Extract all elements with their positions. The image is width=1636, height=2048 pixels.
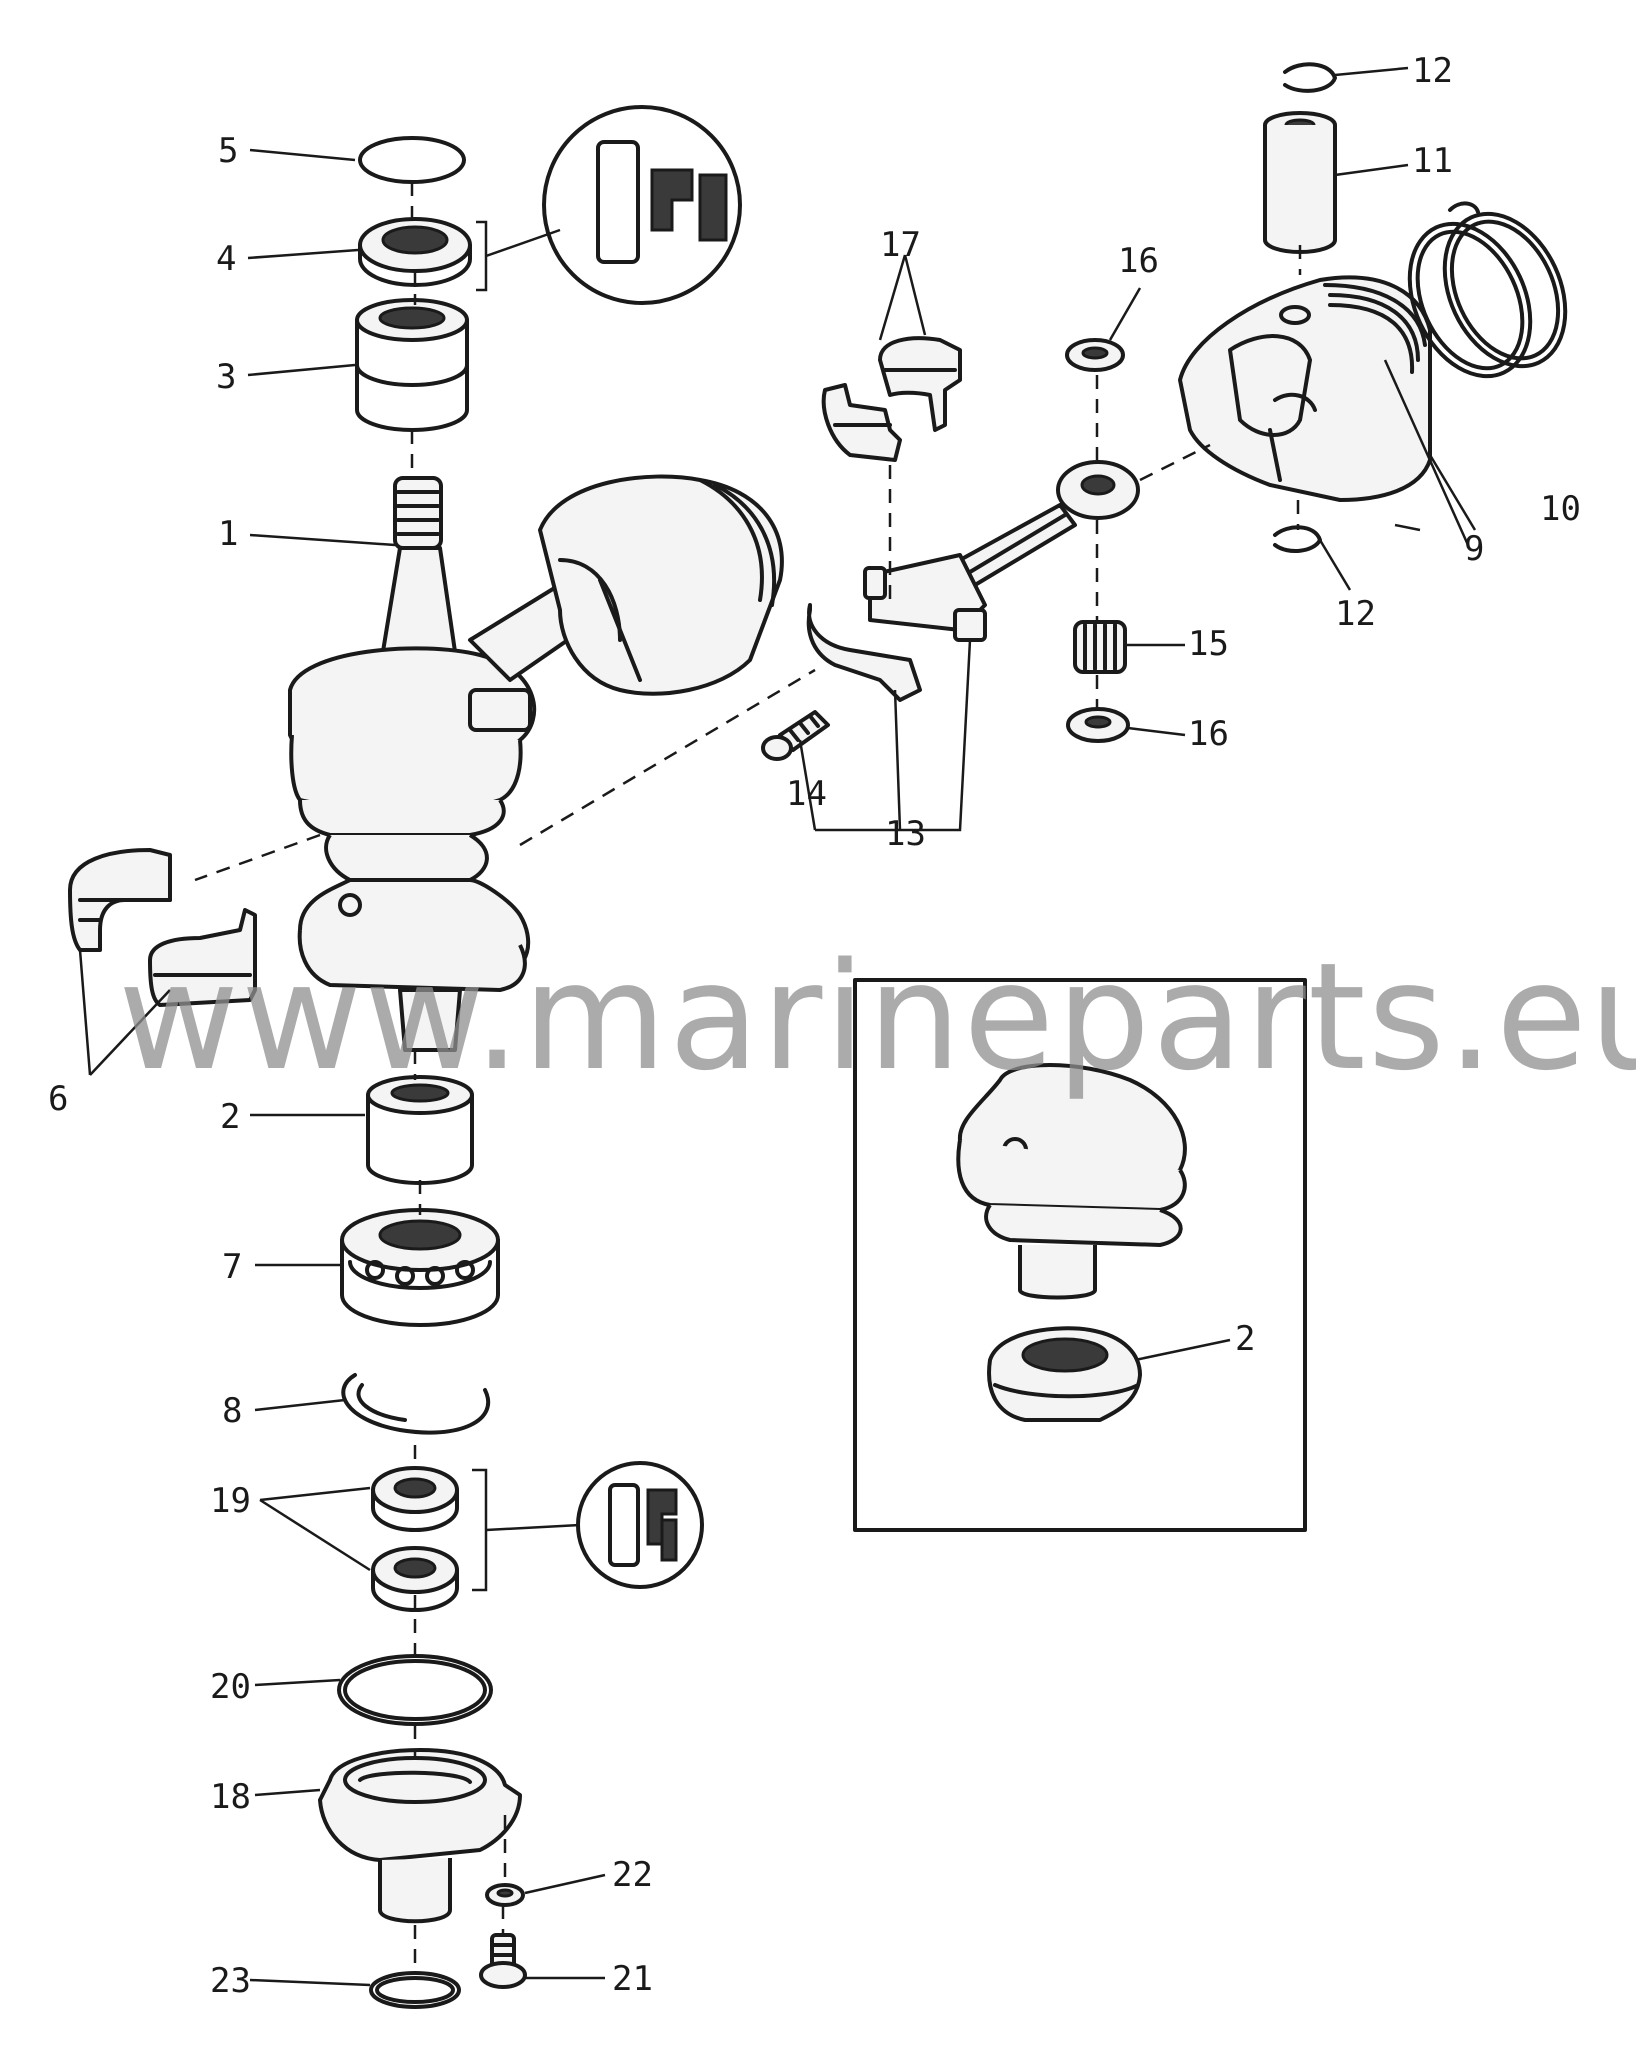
part-12-circlip-top bbox=[1283, 62, 1337, 93]
part-3-bearing bbox=[355, 298, 469, 432]
callout-20: 20 bbox=[210, 1667, 251, 1707]
part-14-bolt bbox=[761, 710, 830, 761]
part-11-piston-pin bbox=[1263, 111, 1337, 254]
part-8-retaining-ring bbox=[341, 1373, 491, 1435]
callout-2: 2 bbox=[220, 1097, 240, 1137]
leader-lines bbox=[78, 66, 1477, 1987]
watermark-text: www.marineparts.eu bbox=[118, 931, 1636, 1103]
callout-labels: 5 4 3 1 6 2 7 8 19 20 18 23 22 21 12 11 … bbox=[48, 51, 1581, 2001]
callout-23: 23 bbox=[210, 1961, 251, 2001]
callout-10: 10 bbox=[1540, 489, 1581, 529]
part-21-screw bbox=[479, 1933, 527, 1989]
callout-4: 4 bbox=[216, 239, 236, 279]
part-22-washer bbox=[485, 1883, 525, 1907]
callout-22: 22 bbox=[612, 1855, 653, 1895]
callout-17: 17 bbox=[880, 225, 921, 265]
part-13-connecting-rod bbox=[806, 460, 1140, 702]
callout-15: 15 bbox=[1188, 624, 1229, 664]
callout-6: 6 bbox=[48, 1079, 68, 1119]
callout-11: 11 bbox=[1412, 141, 1453, 181]
assembled-piston-rod bbox=[468, 474, 784, 732]
callout-14: 14 bbox=[786, 774, 827, 814]
callout-2-inset: 2 bbox=[1235, 1319, 1255, 1359]
part-6-bearing-halves bbox=[68, 848, 257, 1007]
part-5-oring bbox=[358, 136, 466, 184]
part-1-crankshaft bbox=[288, 476, 537, 1052]
part-19-seals bbox=[371, 1466, 459, 1612]
part-23-oring bbox=[369, 1971, 461, 2009]
part-15-needle-bearing bbox=[1073, 620, 1127, 674]
callout-9: 9 bbox=[1464, 529, 1484, 569]
callout-19: 19 bbox=[210, 1481, 251, 1521]
part-7-ball-bearing bbox=[340, 1208, 500, 1327]
part-4-seal bbox=[358, 217, 472, 287]
part-18-end-cap bbox=[318, 1748, 522, 1924]
callout-16-top: 16 bbox=[1118, 241, 1159, 281]
seal-bracket-bottom bbox=[472, 1468, 581, 1592]
part-9-piston bbox=[1178, 275, 1432, 502]
callout-12-bottom: 12 bbox=[1335, 594, 1376, 634]
callout-5: 5 bbox=[218, 131, 238, 171]
part-16-washer-top bbox=[1065, 338, 1125, 372]
alignment-lines bbox=[194, 182, 1302, 1975]
alternate-version-inset bbox=[853, 978, 1307, 1532]
callout-16-bottom: 16 bbox=[1188, 714, 1229, 754]
seal-detail-inset-bottom bbox=[576, 1461, 704, 1589]
part-10-piston-rings bbox=[1407, 201, 1568, 379]
callout-18: 18 bbox=[210, 1777, 251, 1817]
part-16-washer-bottom bbox=[1066, 707, 1130, 743]
part-17-bearing-halves bbox=[821, 336, 962, 462]
callout-3: 3 bbox=[216, 357, 236, 397]
callout-12-top: 12 bbox=[1412, 51, 1453, 91]
seal-detail-inset-top bbox=[542, 105, 742, 305]
part-20-oring bbox=[337, 1654, 493, 1726]
callout-8: 8 bbox=[222, 1391, 242, 1431]
callout-7: 7 bbox=[222, 1247, 242, 1287]
callout-13: 13 bbox=[885, 814, 926, 854]
callout-1: 1 bbox=[218, 514, 238, 554]
callout-21: 21 bbox=[612, 1959, 653, 1999]
part-12-circlip-bottom bbox=[1273, 525, 1322, 553]
